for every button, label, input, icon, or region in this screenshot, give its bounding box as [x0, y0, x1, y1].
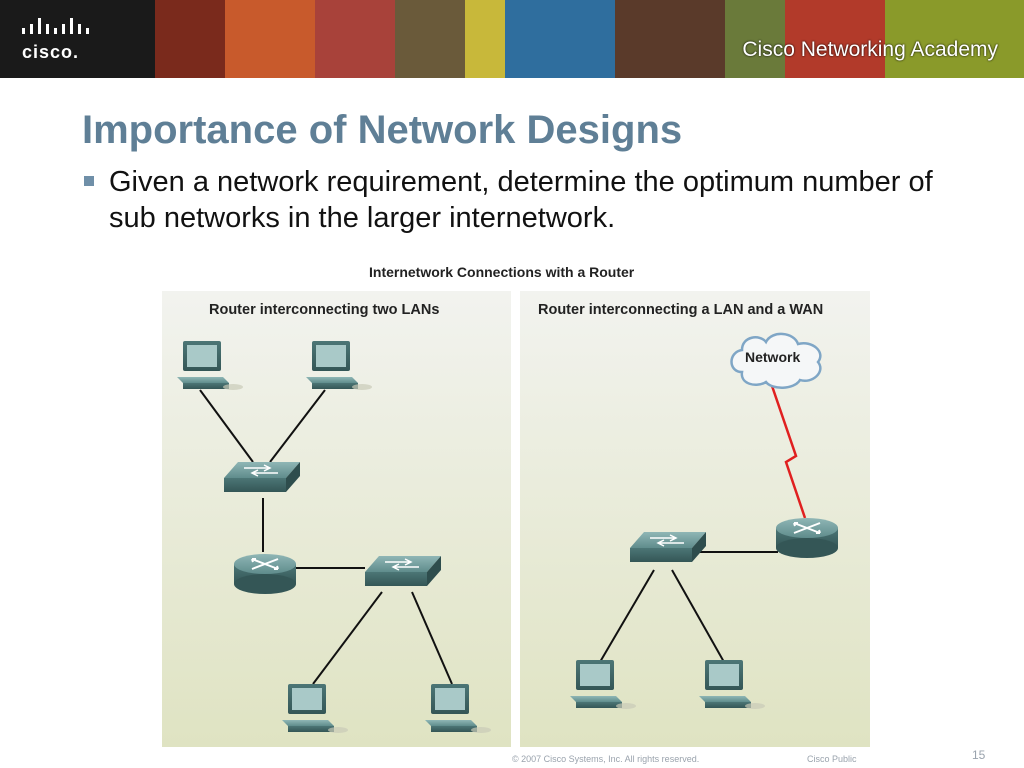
- left-links: [199, 389, 453, 685]
- pc-icon: [699, 660, 765, 709]
- banner-photo: [225, 0, 315, 78]
- footer-copyright: © 2007 Cisco Systems, Inc. All rights re…: [512, 754, 700, 764]
- logo-text: cisco.: [22, 42, 80, 62]
- banner-photo: [155, 0, 225, 78]
- footer-classification: Cisco Public: [807, 754, 857, 764]
- banner-photo: [465, 0, 505, 78]
- pc-icon: [425, 684, 491, 733]
- banner-photo: [315, 0, 395, 78]
- page-number: 15: [972, 748, 986, 762]
- pc-icon: [306, 341, 372, 390]
- right-panel-label: Router interconnecting a LAN and a WAN: [538, 302, 824, 318]
- pc-icon: [177, 341, 243, 390]
- banner-photo: [885, 0, 1024, 78]
- banner-photo: [785, 0, 885, 78]
- left-panel-label: Router interconnecting two LANs: [209, 302, 440, 318]
- cloud-label: Network: [745, 349, 801, 365]
- switch-icon: [629, 531, 707, 563]
- bullet-text: Given a network requirement, determine t…: [109, 166, 933, 234]
- pc-icon: [282, 684, 348, 733]
- banner-photo: [725, 0, 785, 78]
- banner-photo: [395, 0, 465, 78]
- academy-title: Cisco Networking Academy: [742, 38, 998, 61]
- switch-icon: [223, 461, 301, 493]
- slide-title: Importance of Network Designs: [82, 108, 683, 152]
- figure-title: Internetwork Connections with a Router: [369, 264, 635, 280]
- router-icon: [233, 553, 297, 595]
- router-icon: [775, 517, 839, 559]
- network-cloud-icon: [730, 332, 822, 389]
- pc-icon: [570, 660, 636, 709]
- banner-photo: [615, 0, 725, 78]
- cisco-bars-icon: [22, 18, 89, 34]
- bullet-icon: [84, 176, 94, 186]
- banner-photo: [505, 0, 615, 78]
- cisco-logo: cisco.: [0, 0, 155, 78]
- wan-link: [769, 382, 807, 519]
- right-links: [599, 382, 807, 663]
- switch-icon: [364, 555, 442, 587]
- header-banner: cisco. Cisco Networking Academy: [0, 0, 1024, 78]
